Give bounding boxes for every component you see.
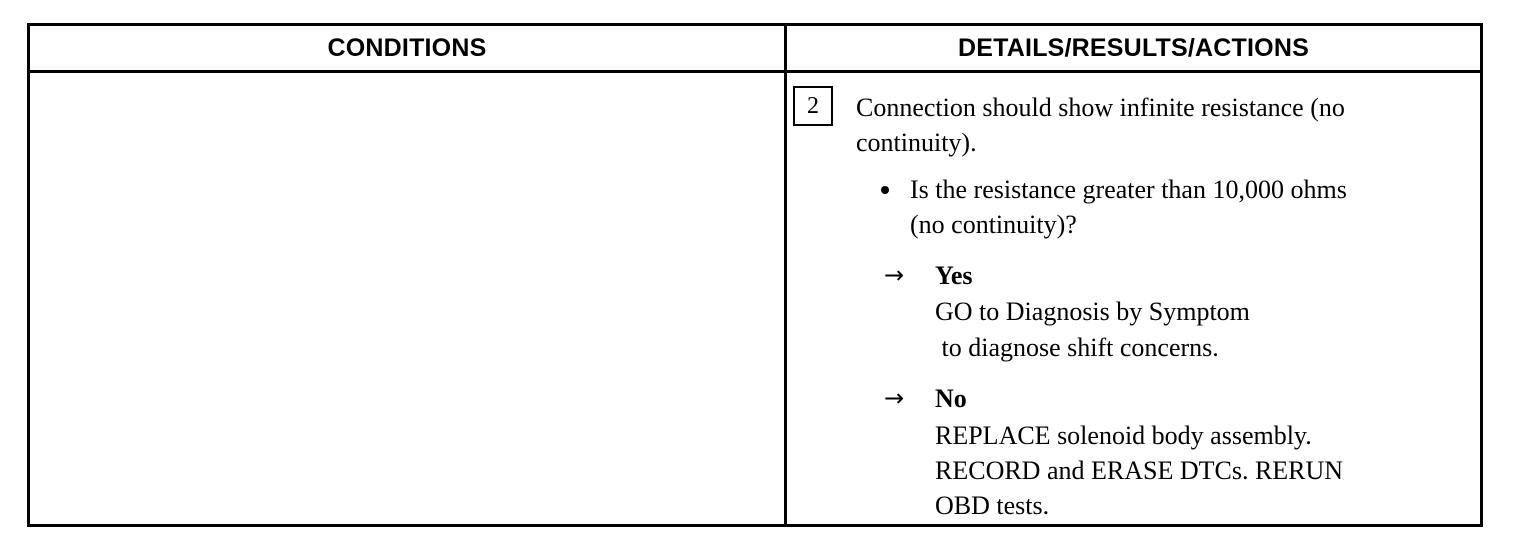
answer-yes-line-1: GO to Diagnosis by Symptom	[935, 297, 1250, 326]
answer-no-label: No	[935, 384, 967, 413]
instruction-line-2: continuity).	[856, 128, 977, 157]
answer-no-line-3: OBD tests.	[935, 491, 1050, 520]
header-divider	[30, 70, 1480, 73]
diagnostic-table: CONDITIONS DETAILS/RESULTS/ACTIONS	[27, 23, 1483, 527]
step-number-box: 2	[793, 86, 833, 126]
bullet-dot-icon	[881, 186, 889, 194]
answer-no-line-1: REPLACE solenoid body assembly.	[935, 421, 1312, 450]
instruction-line-1: Connection should show infinite resistan…	[856, 93, 1345, 122]
right-arrow-icon: →	[884, 261, 905, 289]
header-details: DETAILS/RESULTS/ACTIONS	[958, 33, 1309, 62]
column-divider	[784, 26, 787, 524]
header-conditions: CONDITIONS	[327, 33, 487, 62]
question-line-2: (no continuity)?	[910, 210, 1077, 239]
answer-yes-line-2: to diagnose shift concerns.	[935, 333, 1219, 362]
right-arrow-icon: →	[884, 384, 905, 412]
answer-yes-label: Yes	[935, 261, 973, 290]
answer-no-line-2: RECORD and ERASE DTCs. RERUN	[935, 456, 1344, 485]
question-line-1: Is the resistance greater than 10,000 oh…	[910, 175, 1347, 204]
